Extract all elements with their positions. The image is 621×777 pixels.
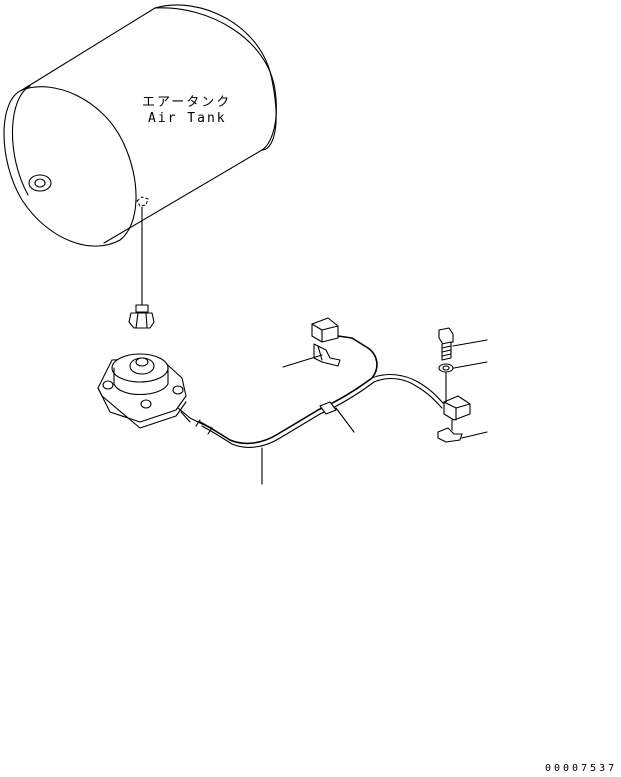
sensor-fitting [128, 304, 155, 329]
air-tank [3, 4, 277, 247]
drawing-code: 00007537 [545, 763, 617, 774]
harness-connector-right [443, 395, 471, 421]
wiring-harness [195, 335, 445, 448]
washer [438, 363, 454, 373]
harness-clamp-left [313, 343, 341, 367]
harness-connector-left [311, 317, 339, 343]
tank-label-jp: エアータンク [142, 95, 231, 110]
harness-clamp-right [437, 427, 463, 443]
leader-lines [261, 339, 488, 485]
pressure-switch [97, 353, 213, 429]
bolt [438, 327, 454, 361]
tank-label-en: Air Tank [148, 111, 227, 126]
